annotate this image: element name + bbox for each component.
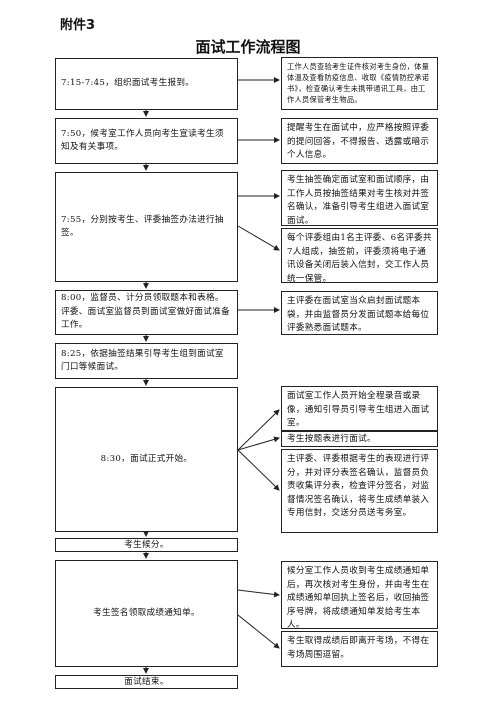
step-checkin: 7:15-7:45，组织面试考生报到。 (55, 58, 238, 110)
note-answer-questions: 考生按题表进行面试。 (281, 431, 438, 447)
note-score-notice: 候分室工作人员收到考生成绩通知单后，再次核对考生身份，并由考生在成绩通知单回执上… (281, 561, 438, 630)
note-leave-venue: 考生取得成绩后即离开考场，不得在考场周围逗留。 (281, 631, 438, 667)
step-collect-score: 考生签名领取成绩通知单。 (55, 560, 238, 667)
step-draw-lots: 7:55，分别按考生、评委抽签办法进行抽签。 (55, 172, 238, 282)
page-title: 面试工作流程图 (195, 38, 301, 56)
step-await-score: 考生候分。 (55, 538, 238, 552)
step-end: 面试结束。 (55, 675, 238, 689)
note-checkin: 工作人员查验考生证件核对考生身份，体量体温及查看防疫信息、收取《疫情防控承诺书》… (281, 57, 438, 110)
step-guide-candidates: 8:25，依据抽签结果引导考生组到面试室门口等候面试。 (55, 343, 238, 379)
attachment-label: 附件3 (60, 18, 96, 33)
note-judge-panel: 每个评委组由1名主评委、6名评委共7人组成，抽签前，评委须将电子通讯设备关闭后装… (281, 228, 438, 284)
note-recording: 面试室工作人员开始全程录音或录像，通知引导员引导考生组进入面试室。 (281, 386, 438, 431)
note-lot-order: 考生抽签确定面试室和面试顺序，由工作人员按抽签结果对考生核对并签名确认，准备引导… (281, 170, 438, 226)
step-interview-start: 8:30，面试正式开始。 (55, 387, 238, 532)
step-read-instructions: 7:50，候考室工作人员向考生宣读考生须知及有关事项。 (55, 118, 238, 164)
note-question-booklet: 主评委在面试室当众启封面试题本袋，并由监督员分发面试题本给每位评委熟悉面试题本。 (281, 291, 438, 335)
note-reminder: 提醒考生在面试中，应严格按照评委的提问回答，不得报告、透露或暗示个人信息。 (281, 118, 438, 164)
note-scoring: 主评委、评委根据考生的表现进行评分，并对评分表签名确认，监督员负责收集评分表，检… (281, 449, 438, 533)
step-prepare-interview: 8:00，监督员、计分员领取题本和表格。评委、面试室监督员到面试室做好面试准备工… (55, 290, 238, 335)
